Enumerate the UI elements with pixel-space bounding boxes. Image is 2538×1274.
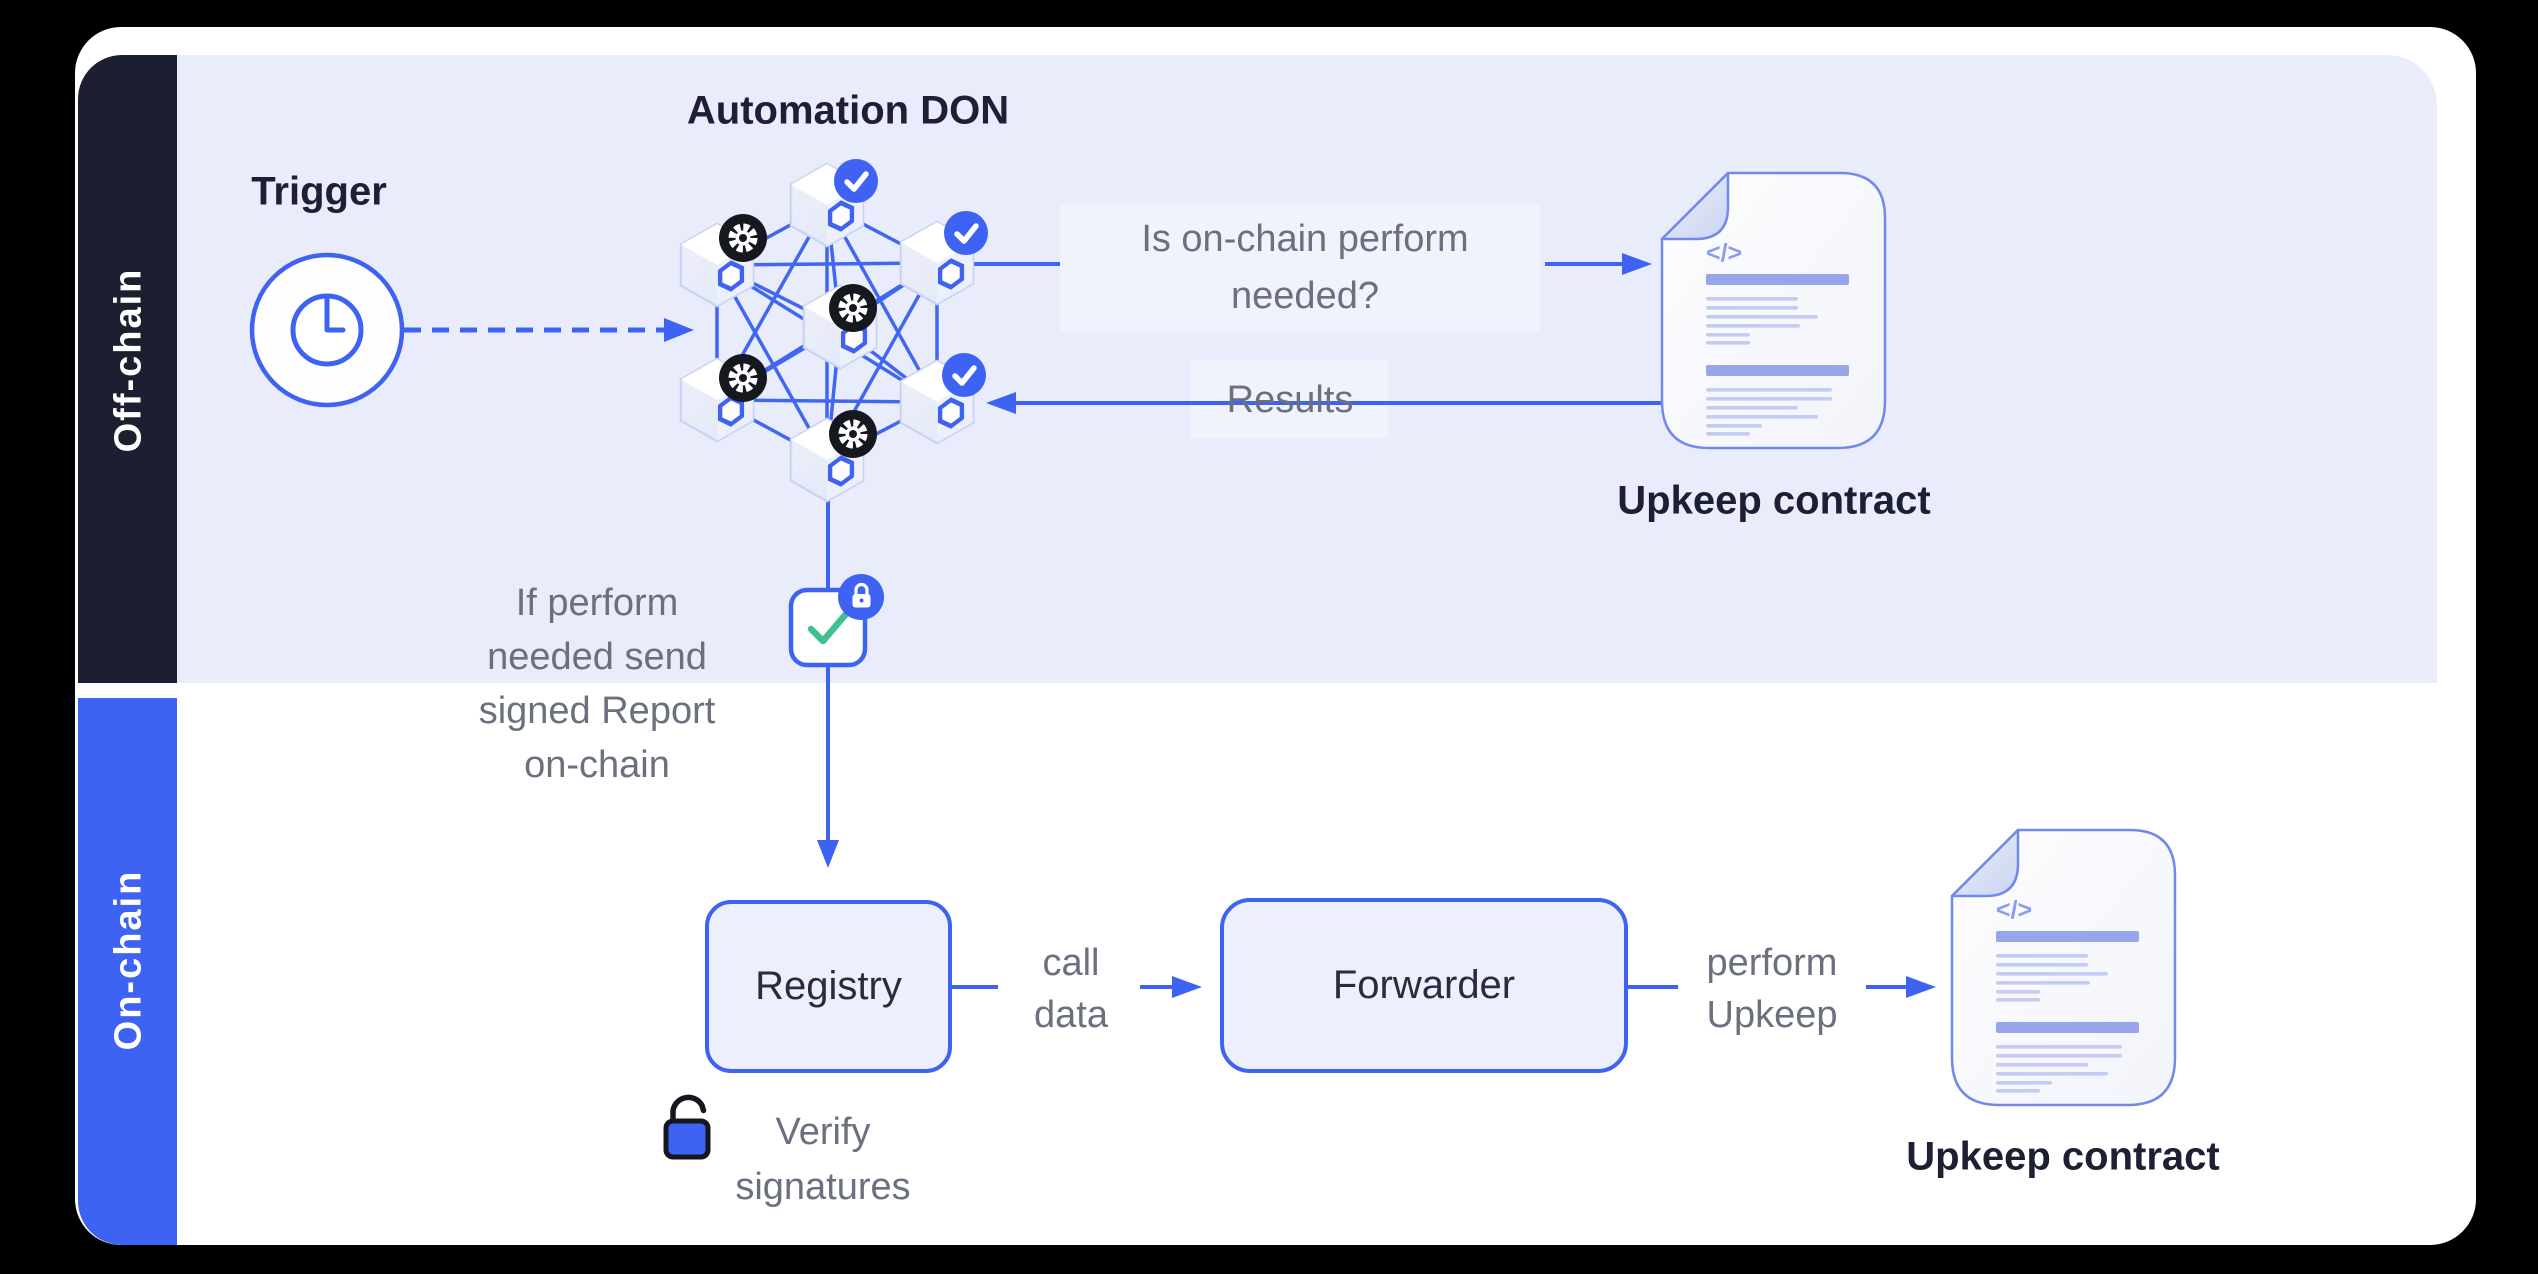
code-file-icon: </> (1950, 828, 2177, 1107)
question-label-background (1060, 203, 1540, 331)
code-file-icon: </> (1660, 171, 1887, 450)
verify-signatures-label: Verify signatures (735, 1105, 910, 1215)
unlock-icon (663, 1094, 711, 1160)
on-chain-sidebar (78, 698, 177, 1245)
check-icon (944, 211, 988, 255)
perform-upkeep-line2: Upkeep (1706, 994, 1838, 1036)
perform-upkeep-line1: perform (1706, 942, 1838, 984)
upkeep-contract-label-top: Upkeep contract (1617, 478, 1931, 523)
registry-box: Registry (705, 900, 952, 1073)
gear-icon (719, 214, 767, 262)
check-icon (942, 353, 986, 397)
call-data-arrow (952, 976, 1202, 998)
code-glyph: </> (1996, 896, 2032, 924)
call-data-label: call data (1034, 937, 1108, 1041)
off-chain-sidebar (78, 55, 177, 683)
verify-line2: signatures (735, 1166, 911, 1208)
forwarder-label: Forwarder (1332, 963, 1516, 1007)
checkbox-icon (788, 587, 868, 668)
question-line1: Is on-chain perform (1141, 218, 1469, 260)
automation-don-title: Automation DON (686, 88, 1010, 133)
perform-upkeep-arrow (1628, 976, 1936, 998)
forwarder-box: Forwarder (1220, 898, 1628, 1073)
code-glyph: </> (1706, 239, 1742, 267)
report-down-arrow (817, 500, 839, 868)
report-note-line3: signed Report (478, 690, 716, 732)
clock-icon (249, 252, 405, 408)
report-note-line4: on-chain (524, 744, 670, 786)
gear-icon (829, 410, 877, 458)
upkeep-contract-label-bottom: Upkeep contract (1906, 1134, 2220, 1179)
don-network (681, 159, 988, 501)
verify-line1: Verify (775, 1111, 871, 1153)
check-icon (834, 159, 878, 203)
gear-icon (829, 284, 877, 332)
report-note: If perform needed send signed Report on-… (479, 576, 716, 792)
trigger-label: Trigger (251, 169, 387, 214)
gear-icon (719, 354, 767, 402)
perform-upkeep-label: perform Upkeep (1707, 937, 1838, 1041)
call-data-line2: data (1034, 994, 1108, 1036)
results-arrow (986, 392, 1662, 414)
call-data-line1: call (1042, 942, 1100, 984)
report-note-line1: If perform (515, 582, 679, 624)
registry-label: Registry (755, 964, 902, 1008)
results-label: Results (1226, 379, 1354, 421)
question-label: Is on-chain perform needed? (1141, 211, 1468, 325)
lock-icon (838, 574, 884, 620)
report-note-line2: needed send (487, 636, 707, 678)
trigger-arrow (404, 318, 694, 342)
results-label-background (1190, 360, 1388, 438)
question-line2: needed? (1231, 275, 1379, 317)
